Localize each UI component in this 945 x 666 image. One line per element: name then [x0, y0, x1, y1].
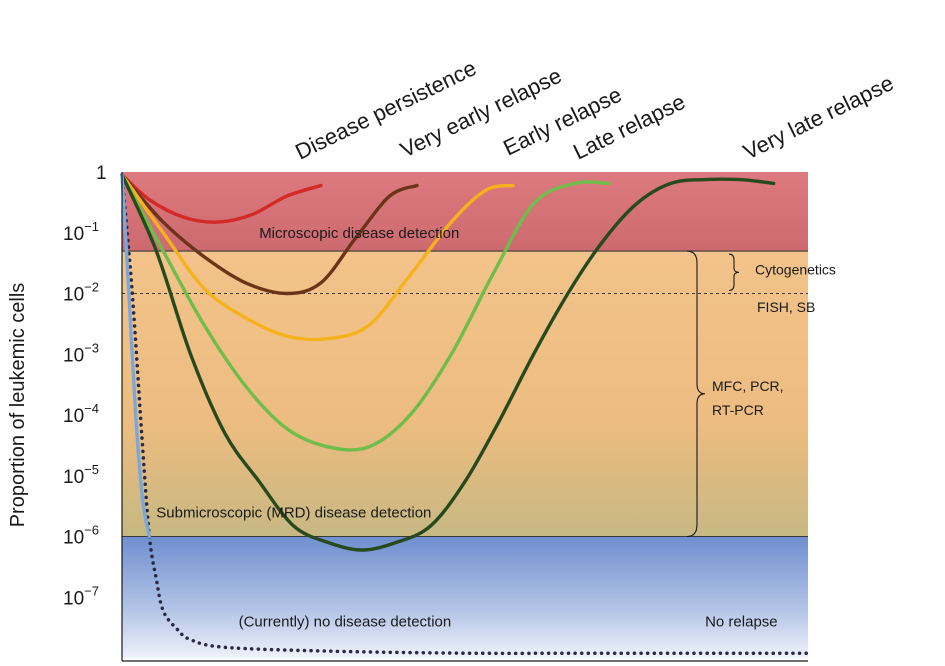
annotation-3: (Currently) no disease detection	[239, 613, 452, 630]
brace-cytogenetics	[728, 253, 740, 292]
y-tick-label-6: 10−5	[63, 462, 99, 488]
annotation-2: Submicroscopic (MRD) disease detection	[156, 504, 431, 521]
y-tick-label-8: 10−7	[63, 583, 99, 609]
zone-band-3	[122, 536, 808, 658]
series-line-6	[120, 173, 810, 656]
y-tick-label-5: 10−4	[63, 401, 99, 427]
annotation-1: Microscopic disease detection	[259, 225, 459, 242]
scenario-title-1: Disease persistence	[291, 55, 480, 164]
method-label-3: MFC, PCR,	[712, 378, 784, 394]
brace-mfc-pcr	[686, 250, 706, 538]
series-line-4	[120, 173, 611, 452]
y-axis-label: Proportion of leukemic cells	[7, 283, 29, 528]
zone-band-2	[122, 251, 808, 537]
method-label-2: FISH, SB	[757, 299, 815, 315]
scenario-title-5: Very late relapse	[739, 70, 897, 164]
method-label-4: RT-PCR	[712, 402, 764, 418]
annotation-4: No relapse	[705, 613, 778, 630]
y-tick-label-3: 10−2	[63, 280, 99, 306]
series-line-1	[120, 173, 323, 224]
series-line-5	[120, 173, 776, 552]
series-line-7	[120, 173, 152, 539]
y-tick-label-2: 10−1	[63, 219, 99, 245]
zone-band-1	[122, 172, 808, 252]
series-line-3	[120, 173, 515, 342]
method-label-1: Cytogenetics	[755, 261, 836, 277]
series-line-2	[120, 173, 419, 296]
y-tick-label-1: 1	[96, 163, 107, 184]
y-tick-label-4: 10−3	[63, 340, 99, 366]
y-tick-label-7: 10−6	[63, 523, 99, 549]
